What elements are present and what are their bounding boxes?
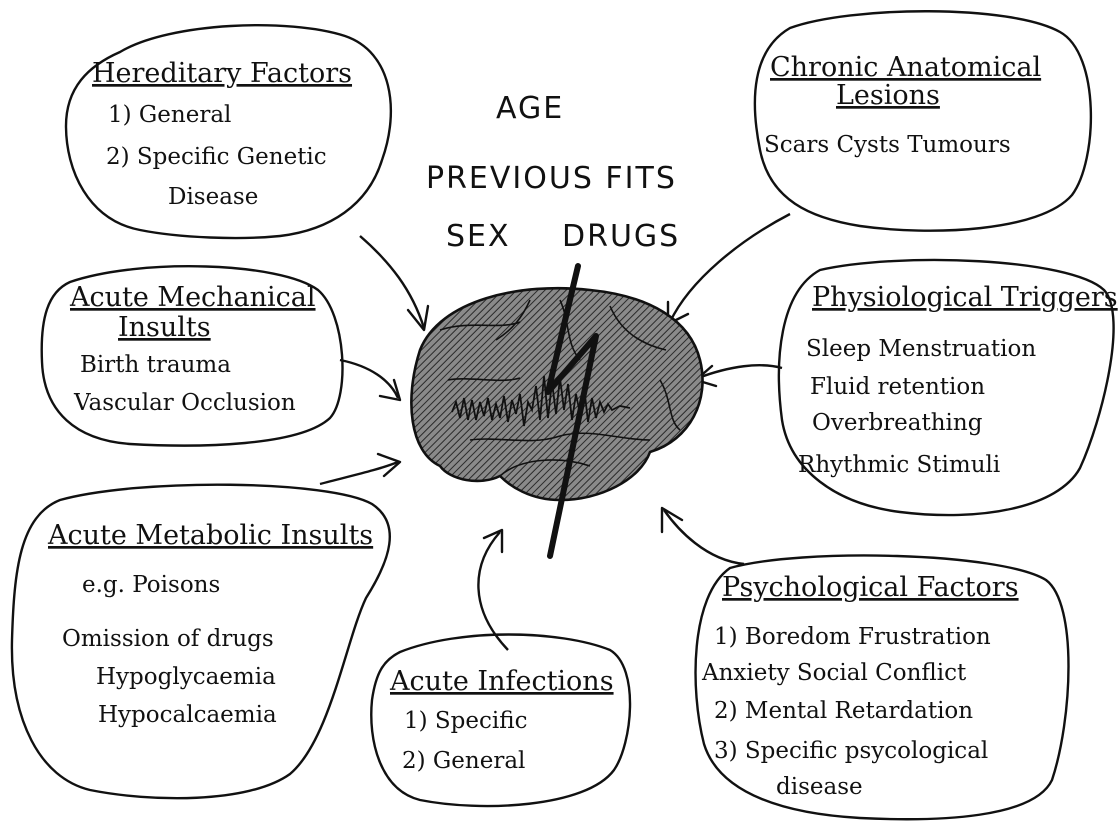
arrow-chronic-to-brain	[668, 214, 790, 324]
mechanical-item-1: Birth trauma	[80, 352, 231, 378]
infections-item-1: 1) Specific	[404, 708, 527, 734]
bubble-physiological-triggers: Physiological Triggers Sleep Menstruatio…	[779, 260, 1118, 515]
metabolic-item-2: Omission of drugs	[62, 626, 274, 652]
infections-title: Acute Infections	[389, 666, 614, 697]
label-sex: SEX	[446, 219, 511, 254]
mechanical-item-2: Vascular Occlusion	[73, 390, 296, 416]
physiological-title: Physiological Triggers	[812, 282, 1118, 313]
physiological-item-3: Overbreathing	[812, 410, 983, 436]
arrow-infections-to-brain	[478, 530, 508, 650]
psychological-item-4: 3) Specific psycological	[714, 738, 988, 764]
bubble-psychological-factors: Psychological Factors 1) Boredom Frustra…	[696, 556, 1069, 820]
label-previous-fits: PREVIOUS FITS	[426, 161, 677, 196]
hereditary-item-1: 1) General	[108, 102, 231, 128]
psychological-item-1: 1) Boredom Frustration	[714, 624, 991, 650]
arrow-mechanical-to-brain	[340, 360, 400, 400]
bubble-acute-metabolic: Acute Metabolic Insults e.g. Poisons Omi…	[12, 485, 390, 799]
psychological-title: Psychological Factors	[722, 572, 1019, 603]
arrow-physiological-to-brain	[696, 365, 782, 386]
bubble-acute-mechanical: Acute Mechanical Insults Birth trauma Va…	[42, 266, 343, 445]
label-drugs: DRUGS	[562, 219, 680, 254]
mechanical-title-line1: Acute Mechanical	[69, 282, 316, 313]
bubble-chronic-lesions: Chronic Anatomical Lesions Scars Cysts T…	[755, 11, 1091, 230]
brain-shape	[411, 288, 702, 500]
arrow-hereditary-to-brain	[360, 236, 428, 330]
hereditary-title: Hereditary Factors	[92, 58, 352, 89]
arrow-metabolic-to-brain	[320, 454, 400, 484]
physiological-item-1: Sleep Menstruation	[806, 336, 1036, 362]
bubble-hereditary-factors: Hereditary Factors 1) General 2) Specifi…	[66, 25, 391, 238]
bubble-acute-infections: Acute Infections 1) Specific 2) General	[371, 635, 630, 807]
metabolic-item-1: e.g. Poisons	[82, 572, 220, 598]
psychological-item-5: disease	[776, 774, 863, 800]
metabolic-item-3: Hypoglycaemia	[96, 664, 276, 690]
physiological-item-2: Fluid retention	[810, 374, 985, 400]
hereditary-item-2: 2) Specific Genetic	[106, 144, 327, 170]
bubble-outline	[755, 11, 1091, 230]
psychological-item-2: Anxiety Social Conflict	[701, 660, 967, 686]
hereditary-item-3: Disease	[168, 184, 258, 210]
chronic-title-line2: Lesions	[836, 80, 940, 111]
physiological-item-4: Rhythmic Stimuli	[798, 452, 1000, 478]
mechanical-title-line2: Insults	[118, 312, 211, 343]
metabolic-title: Acute Metabolic Insults	[47, 520, 373, 551]
psychological-item-3: 2) Mental Retardation	[714, 698, 973, 724]
metabolic-item-4: Hypocalcaemia	[98, 702, 277, 728]
chronic-title-line1: Chronic Anatomical	[770, 52, 1041, 83]
infections-item-2: 2) General	[402, 748, 525, 774]
arrow-psychological-to-brain	[662, 508, 744, 564]
label-age: AGE	[496, 91, 564, 126]
brain-illustration	[411, 266, 702, 556]
chronic-item-1: Scars Cysts Tumours	[764, 132, 1011, 158]
